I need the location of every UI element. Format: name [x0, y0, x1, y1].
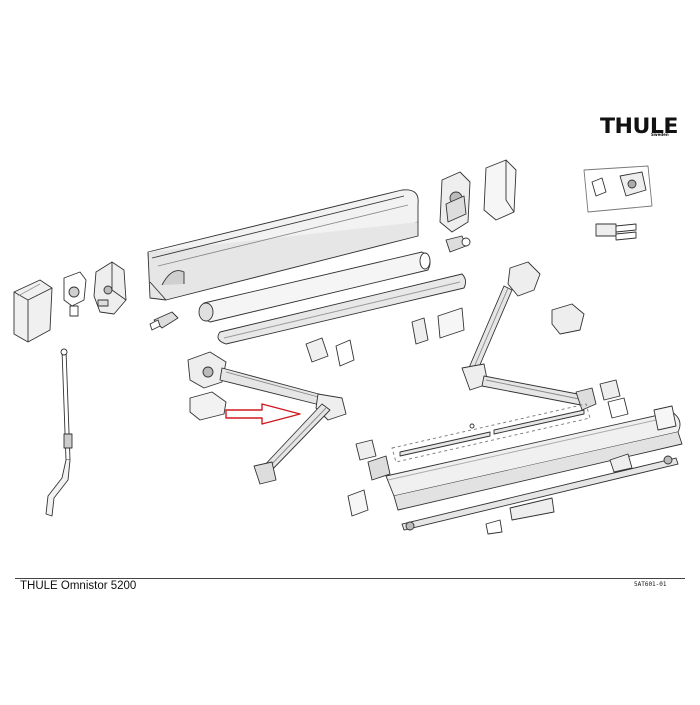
- left-end-cap: [13, 279, 53, 343]
- front-cover-bar: [385, 411, 683, 511]
- crank-handle: [45, 348, 73, 517]
- cassette-housing: [147, 189, 419, 301]
- detail-inset: [583, 165, 653, 241]
- drawing-code: 5AT601-01: [634, 581, 667, 588]
- thule-logo: THULE: [600, 114, 678, 138]
- clip-parts: [305, 307, 465, 367]
- gear-housing-right: [439, 159, 517, 253]
- left-arm-assembly: [187, 351, 347, 485]
- red-indicator-arrow: [225, 403, 301, 425]
- footer-divider: [15, 578, 685, 579]
- fabric-roller-tube: [198, 251, 431, 323]
- thule-logo-subtext: Sweden: [651, 132, 669, 137]
- end-caps-right: [347, 379, 677, 517]
- small-connector: [149, 311, 179, 331]
- support-rails: [391, 403, 591, 463]
- lead-rail-profile: [217, 273, 467, 345]
- lead-rail: [401, 455, 679, 535]
- footer-title: THULE Omnistor 5200: [20, 580, 137, 592]
- right-arm-assembly: [461, 261, 597, 411]
- gear-bracket-left: [63, 261, 127, 317]
